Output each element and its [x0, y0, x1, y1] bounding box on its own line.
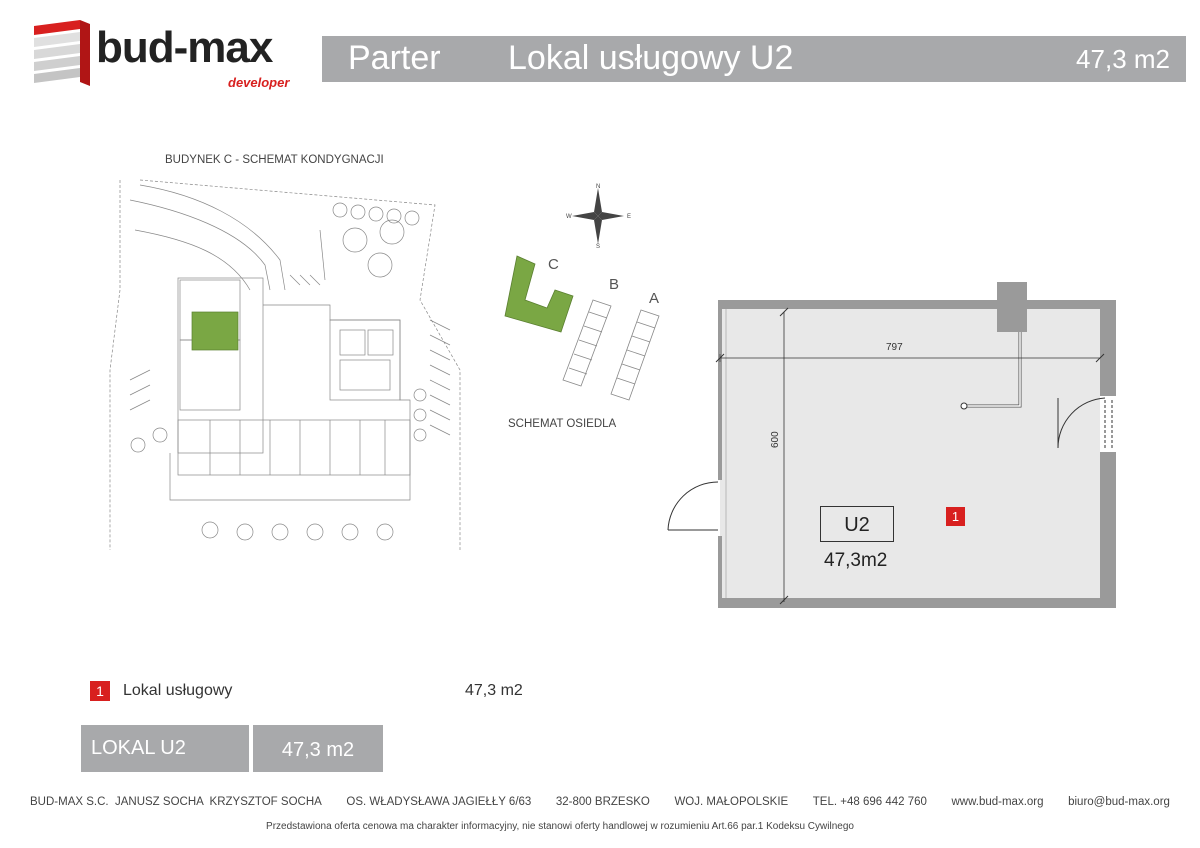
building-floor-scheme — [109, 179, 461, 550]
building-label-b: B — [609, 276, 620, 293]
room-code-label: U2 — [820, 506, 894, 542]
room-area-label: 47,3m2 — [824, 550, 888, 571]
estate-caption: SCHEMAT OSIEDLA — [508, 418, 617, 430]
legend-number-badge: 1 — [90, 681, 110, 701]
footer-website-link[interactable]: www.bud-max.org — [951, 796, 1044, 808]
footer-postal: 32-800 BRZESKO — [555, 796, 650, 808]
footer-contact: BUD-MAX S.C. JANUSZ SOCHA KRZYSZTOF SOCH… — [30, 796, 1170, 808]
compass-south: S — [596, 244, 601, 250]
footer-company: BUD-MAX S.C. JANUSZ SOCHA KRZYSZTOF SOCH… — [30, 796, 322, 808]
floor-title: Parter — [348, 39, 441, 77]
highlighted-unit-plan — [191, 311, 239, 351]
footer-email-link[interactable]: biuro@bud-max.org — [1068, 796, 1170, 808]
footer-address: OS. WŁADYSŁAWA JAGIEŁŁY 6/63 — [346, 796, 532, 808]
header-bar — [322, 36, 1186, 82]
compass-east: E — [627, 214, 632, 220]
summary-unit-label: LOKAL U2 — [81, 725, 249, 772]
compass-west: W — [566, 214, 572, 220]
footer-disclaimer: Przedstawiona oferta cenowa ma charakter… — [266, 821, 854, 832]
compass-icon — [572, 188, 624, 244]
unit-floor-plan — [667, 282, 1116, 608]
logo-mark-icon — [34, 20, 90, 86]
brand-subtitle: developer — [228, 75, 290, 90]
legend-item-area: 47,3 m2 — [465, 682, 523, 699]
unit-title: Lokal usługowy U2 — [508, 39, 794, 77]
legend-item-label: Lokal usługowy — [123, 682, 233, 699]
room-number-badge: 1 — [946, 507, 965, 526]
summary-unit-area: 47,3 m2 — [253, 725, 383, 772]
estate-site-scheme — [504, 255, 660, 401]
dimension-height: 600 — [770, 431, 781, 448]
building-label-a: A — [649, 290, 660, 307]
footer-region: WOJ. MAŁOPOLSKIE — [674, 796, 789, 808]
site-plan-caption: BUDYNEK C - SCHEMAT KONDYGNACJI — [165, 154, 384, 166]
compass-north: N — [596, 184, 601, 190]
building-label-c: C — [548, 256, 559, 273]
brand-name: bud-max — [96, 23, 273, 72]
footer-phone: TEL. +48 696 442 760 — [812, 796, 927, 808]
dimension-width: 797 — [886, 342, 903, 353]
unit-area-header: 47,3 m2 — [1076, 44, 1170, 74]
